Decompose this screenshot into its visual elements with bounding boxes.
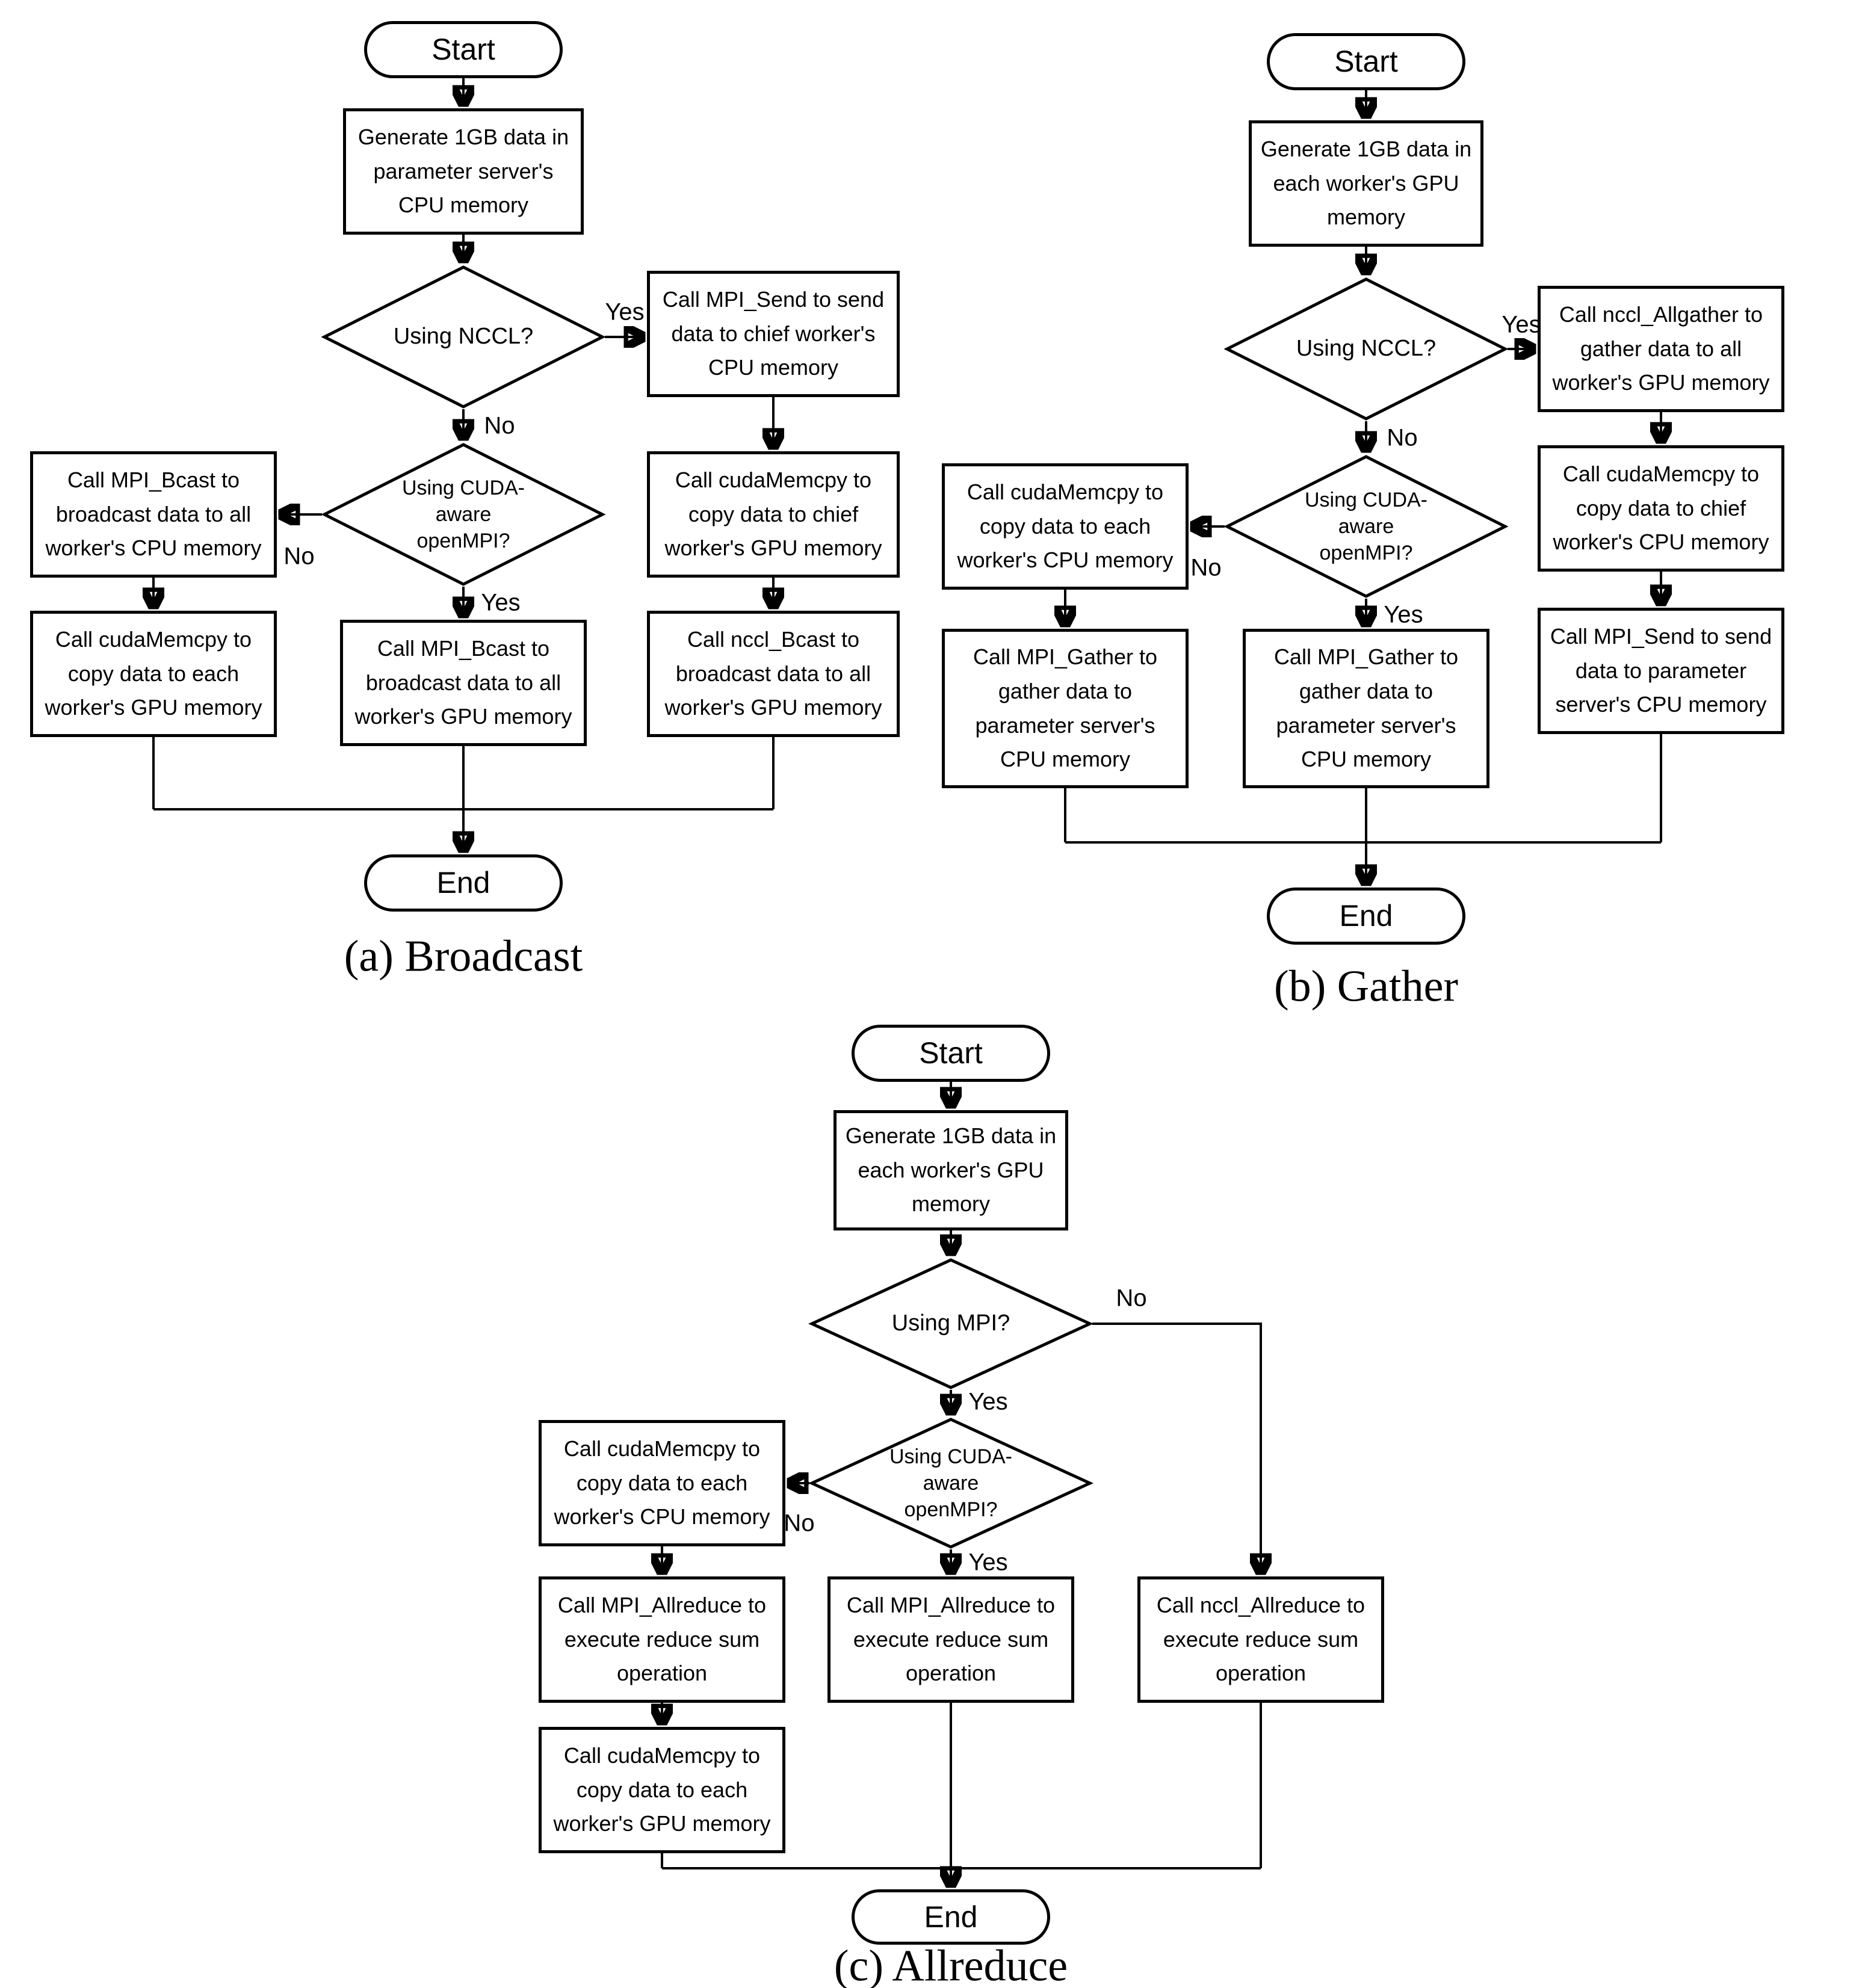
allreduce-using-cuda-openmpi-label: Using CUDA-aware openMPI? bbox=[889, 1445, 1013, 1522]
gather-mpi-gather-left-process: Call MPI_Gather to gather data to parame… bbox=[942, 629, 1189, 788]
allreduce-using-mpi-decision: Using MPI? bbox=[808, 1258, 1093, 1390]
broadcast-using-nccl-decision: Using NCCL? bbox=[321, 265, 606, 409]
allreduce-cudamemcpy-each-gpu-process: Call cudaMemcpy to copy data to each wor… bbox=[539, 1727, 785, 1853]
broadcast-nccl-bcast-process: Call nccl_Bcast to broadcast data to all… bbox=[647, 611, 900, 737]
gather-no-label-cuda: No bbox=[1190, 554, 1222, 581]
broadcast-cudamemcpy-chief-gpu-process: Call cudaMemcpy to copy data to chief wo… bbox=[647, 451, 900, 578]
broadcast-end-terminator: End bbox=[364, 854, 563, 912]
allreduce-no-label-cuda: No bbox=[784, 1510, 815, 1537]
allreduce-generate-data-process: Generate 1GB data in each worker's GPU m… bbox=[834, 1110, 1068, 1230]
broadcast-mpi-send-process: Call MPI_Send to send data to chief work… bbox=[647, 271, 900, 397]
broadcast-no-label-cuda: No bbox=[283, 543, 315, 570]
broadcast-using-cuda-openmpi-decision: Using CUDA-aware openMPI? bbox=[321, 442, 606, 587]
gather-using-cuda-openmpi-decision: Using CUDA-aware openMPI? bbox=[1223, 454, 1509, 599]
gather-no-label-nccl: No bbox=[1387, 424, 1418, 451]
allreduce-caption: (c) Allreduce bbox=[834, 1941, 1068, 1988]
gather-generate-data-process: Generate 1GB data in each worker's GPU m… bbox=[1249, 120, 1483, 247]
broadcast-using-cuda-openmpi-label: Using CUDA-aware openMPI? bbox=[401, 476, 525, 553]
gather-using-nccl-decision: Using NCCL? bbox=[1223, 277, 1509, 421]
broadcast-yes-label-cuda: Yes bbox=[481, 589, 521, 616]
broadcast-caption: (a) Broadcast bbox=[344, 931, 583, 981]
gather-end-terminator: End bbox=[1267, 887, 1465, 945]
gather-yes-label-nccl: Yes bbox=[1502, 311, 1541, 338]
gather-caption: (b) Gather bbox=[1273, 962, 1459, 1011]
allreduce-yes-label-cuda: Yes bbox=[968, 1549, 1008, 1576]
gather-using-nccl-label: Using NCCL? bbox=[1296, 336, 1437, 362]
allreduce-cudamemcpy-each-cpu-process: Call cudaMemcpy to copy data to each wor… bbox=[539, 1420, 785, 1546]
allreduce-yes-label-mpi: Yes bbox=[968, 1388, 1008, 1415]
allreduce-no-label-mpi: No bbox=[1116, 1285, 1147, 1312]
broadcast-using-nccl-label: Using NCCL? bbox=[393, 324, 534, 350]
gather-cudamemcpy-each-cpu-process: Call cudaMemcpy to copy data to each wor… bbox=[942, 463, 1189, 590]
allreduce-mpi-allreduce-mid-process: Call MPI_Allreduce to execute reduce sum… bbox=[827, 1576, 1074, 1703]
broadcast-no-label-nccl: No bbox=[484, 412, 515, 439]
broadcast-generate-data-process: Generate 1GB data in parameter server's … bbox=[343, 108, 584, 235]
gather-mpi-send-process: Call MPI_Send to send data to parameter … bbox=[1538, 608, 1784, 734]
allreduce-start-terminator: Start bbox=[852, 1025, 1050, 1082]
allreduce-end-terminator: End bbox=[852, 1889, 1050, 1945]
broadcast-mpi-bcast-gpu-process: Call MPI_Bcast to broadcast data to all … bbox=[340, 620, 587, 746]
gather-mpi-gather-mid-process: Call MPI_Gather to gather data to parame… bbox=[1243, 629, 1489, 788]
allreduce-using-mpi-label: Using MPI? bbox=[891, 1310, 1010, 1336]
broadcast-start-terminator: Start bbox=[364, 21, 563, 78]
broadcast-cudamemcpy-each-gpu-process: Call cudaMemcpy to copy data to each wor… bbox=[30, 611, 277, 737]
allreduce-using-cuda-openmpi-decision: Using CUDA-aware openMPI? bbox=[808, 1417, 1093, 1549]
broadcast-mpi-bcast-cpu-process: Call MPI_Bcast to broadcast data to all … bbox=[30, 451, 277, 578]
gather-cudamemcpy-chief-cpu-process: Call cudaMemcpy to copy data to chief wo… bbox=[1538, 445, 1784, 572]
broadcast-yes-label-nccl: Yes bbox=[605, 298, 645, 326]
allreduce-mpi-allreduce-left-process: Call MPI_Allreduce to execute reduce sum… bbox=[539, 1576, 785, 1703]
gather-using-cuda-openmpi-label: Using CUDA-aware openMPI? bbox=[1304, 488, 1428, 565]
gather-yes-label-cuda: Yes bbox=[1384, 601, 1423, 628]
gather-start-terminator: Start bbox=[1267, 33, 1465, 90]
allreduce-nccl-allreduce-process: Call nccl_Allreduce to execute reduce su… bbox=[1137, 1576, 1384, 1703]
gather-nccl-allgather-process: Call nccl_Allgather to gather data to al… bbox=[1538, 286, 1784, 412]
